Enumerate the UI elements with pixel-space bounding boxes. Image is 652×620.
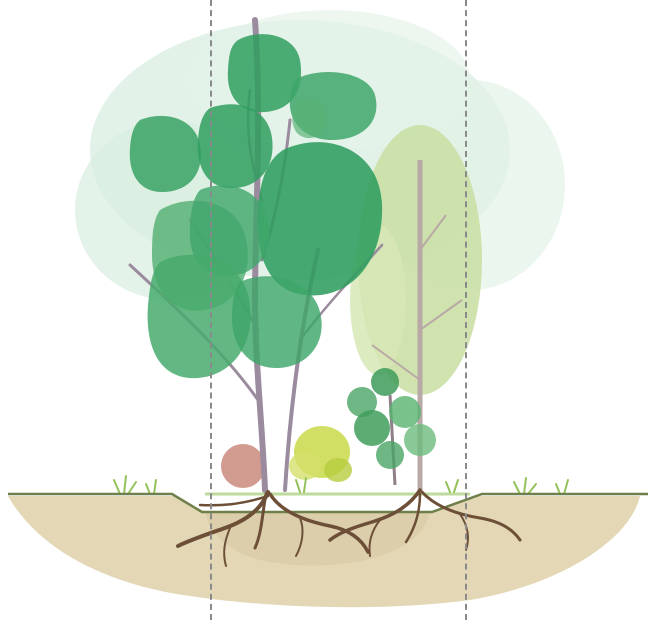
guide-line-left bbox=[210, 0, 212, 620]
leaf bbox=[198, 104, 273, 188]
leaf bbox=[130, 116, 201, 192]
red-groundcover-shrub bbox=[221, 444, 265, 488]
yellow-groundcover-shrub bbox=[289, 426, 352, 482]
guide-line-right bbox=[465, 0, 467, 620]
leaf bbox=[292, 99, 327, 138]
